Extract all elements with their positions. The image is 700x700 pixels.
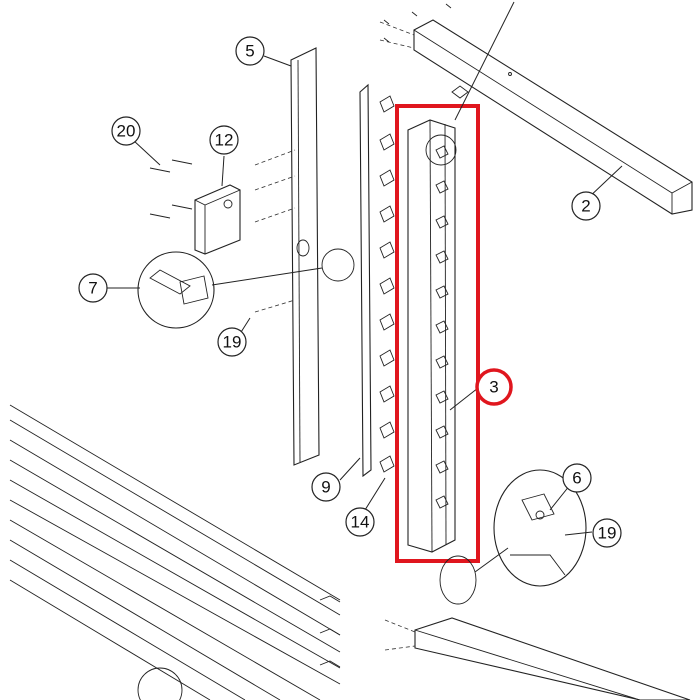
- callout-12: 12: [209, 125, 239, 155]
- callout-6: 6: [562, 463, 592, 493]
- svg-text:20: 20: [117, 122, 136, 141]
- part-3-post: [407, 85, 469, 553]
- callout-20: 20: [111, 116, 141, 146]
- svg-text:7: 7: [88, 279, 97, 298]
- part-9-hinge-strip: [359, 83, 372, 478]
- svg-text:9: 9: [321, 478, 330, 497]
- callout-14: 14: [345, 507, 375, 537]
- bottom-right-rail: [384, 617, 691, 700]
- part-12-bracket: [194, 184, 241, 255]
- callout-9: 9: [311, 472, 341, 502]
- svg-text:3: 3: [489, 378, 498, 397]
- beam-screws: [383, 3, 452, 43]
- callout-5: 5: [235, 36, 265, 66]
- part-6-detail: [439, 469, 587, 605]
- highlight-box: [395, 104, 480, 563]
- part-20-screws: [149, 159, 193, 219]
- part-14-hinges: [379, 95, 395, 473]
- part-7-detail: [137, 248, 355, 329]
- svg-text:14: 14: [351, 513, 370, 532]
- callout-19-right: 19: [592, 518, 622, 548]
- svg-text:19: 19: [598, 524, 617, 543]
- callout-19-left: 19: [217, 327, 247, 357]
- svg-text:19: 19: [223, 333, 242, 352]
- part-5-bar: [254, 47, 320, 466]
- callout-2: 2: [571, 191, 601, 221]
- callout-7: 7: [78, 273, 108, 303]
- svg-text:5: 5: [245, 42, 254, 61]
- bottom-left-panels: [9, 404, 341, 700]
- svg-text:12: 12: [215, 131, 234, 150]
- svg-text:6: 6: [572, 469, 581, 488]
- callout-3: 3: [475, 368, 513, 406]
- top-beam: [379, 19, 693, 215]
- svg-text:2: 2: [581, 197, 590, 216]
